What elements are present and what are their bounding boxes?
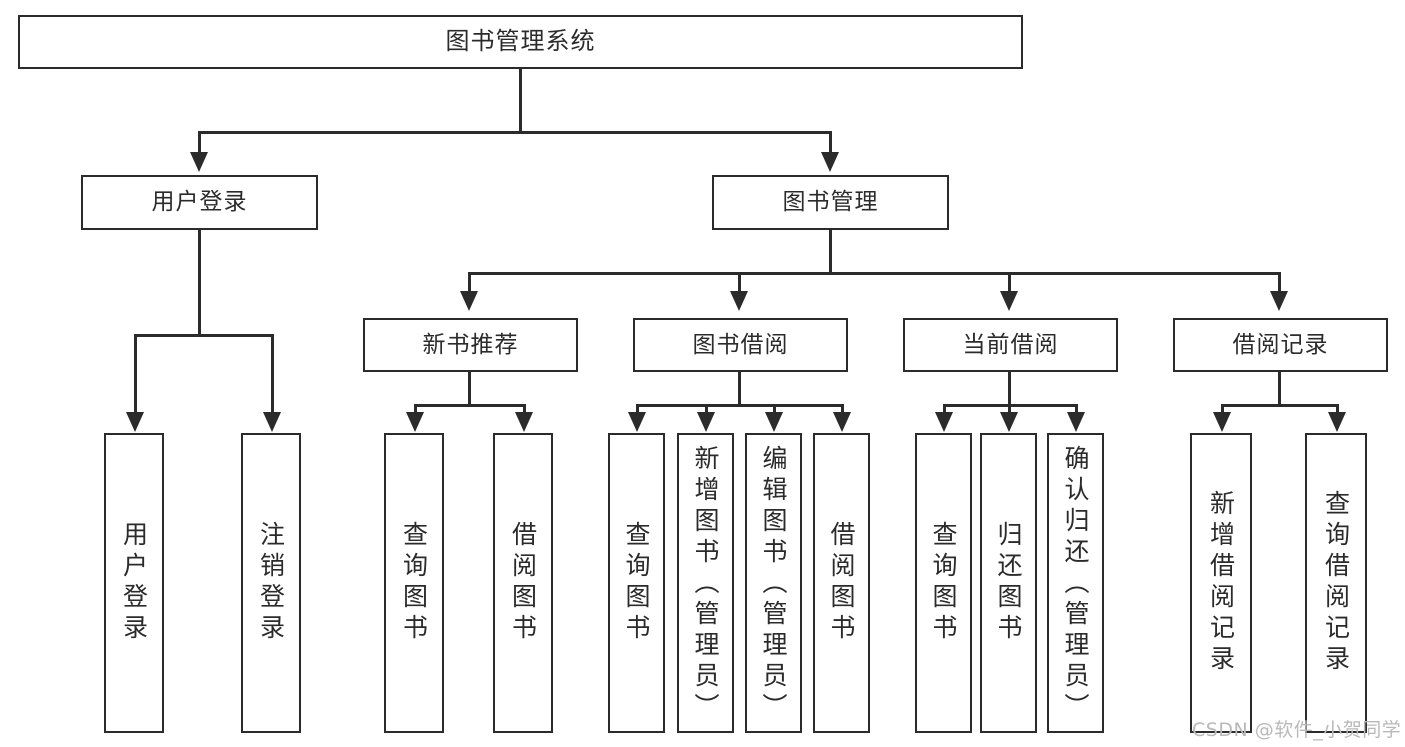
- node-label: 图书管理: [782, 189, 879, 216]
- leaf-borrow-add-book-admin[interactable]: 新增图书（管理员）: [677, 433, 734, 733]
- arrowhead-bookborrow-leaf-2: [697, 412, 715, 432]
- arrowhead-newbook-leaf-1: [406, 412, 424, 432]
- node-label: 编辑图书（管理员）: [759, 445, 788, 724]
- connector-newbook-stem: [468, 372, 471, 406]
- node-label: 用户登录: [151, 189, 248, 216]
- connector-root-bar: [198, 131, 832, 134]
- arrowhead-currentborrow-leaf-2: [1000, 412, 1018, 432]
- connector-currentborrow-leaf-3: [1075, 404, 1078, 418]
- arrowhead-user-login-leaf-1: [126, 412, 144, 432]
- connector-bookborrow-stem: [738, 372, 741, 406]
- leaf-newbook-query-book[interactable]: 查询图书: [384, 433, 444, 733]
- arrowhead-user-login-leaf-2: [263, 412, 281, 432]
- connector-bookborrow-bar: [636, 404, 843, 407]
- arrowhead-bm-current-borrow: [1000, 291, 1018, 311]
- node-current-borrow[interactable]: 当前借阅: [903, 318, 1118, 372]
- node-root-book-management-system[interactable]: 图书管理系统: [18, 15, 1023, 69]
- arrowhead-currentborrow-leaf-1: [935, 412, 953, 432]
- connector-borrowrecord-leaf-1: [1221, 404, 1224, 418]
- arrowhead-bookborrow-leaf-4: [833, 412, 851, 432]
- connector-borrowrecord-leaf-2: [1336, 404, 1339, 418]
- arrowhead-borrowrecord-leaf-1: [1213, 412, 1231, 432]
- connector-bm-to-borrow-book: [738, 272, 741, 294]
- connector-book-management-stem: [829, 230, 832, 274]
- node-label: 查询图书: [929, 521, 958, 645]
- arrowhead-bm-new-book: [460, 291, 478, 311]
- node-label: 当前借阅: [962, 331, 1059, 358]
- connector-user-login-to-leaf-1: [134, 334, 137, 416]
- leaf-current-query-book[interactable]: 查询图书: [915, 433, 972, 733]
- connector-newbook-leaf-2: [523, 404, 526, 418]
- connector-root-to-book-management: [829, 131, 832, 156]
- node-book-borrow[interactable]: 图书借阅: [633, 318, 848, 372]
- arrowhead-bookborrow-leaf-3: [765, 412, 783, 432]
- leaf-record-add-borrow-record[interactable]: 新增借阅记录: [1190, 433, 1252, 733]
- connector-root-to-user-login: [198, 131, 201, 156]
- leaf-newbook-borrow-book[interactable]: 借阅图书: [493, 433, 553, 733]
- node-label: 借阅图书: [827, 521, 856, 645]
- node-label: 图书借阅: [692, 331, 789, 358]
- connector-user-login-to-leaf-2: [271, 334, 274, 416]
- node-label: 确认归还（管理员）: [1061, 445, 1090, 724]
- node-borrow-record[interactable]: 借阅记录: [1173, 318, 1388, 372]
- node-label: 查询图书: [399, 521, 429, 645]
- connector-borrowrecord-bar: [1221, 404, 1339, 407]
- connector-bookborrow-leaf-2: [705, 404, 708, 418]
- node-label: 新增借阅记录: [1206, 490, 1236, 676]
- connector-bookborrow-leaf-3: [773, 404, 776, 418]
- connector-root-stem: [519, 69, 522, 132]
- connector-currentborrow-leaf-2: [1008, 404, 1011, 418]
- leaf-user-login[interactable]: 用户登录: [104, 433, 164, 733]
- connector-bookborrow-leaf-4: [841, 404, 844, 418]
- connector-currentborrow-stem: [1008, 372, 1011, 406]
- connector-borrowrecord-stem: [1278, 372, 1281, 406]
- node-label: 新增图书（管理员）: [691, 445, 720, 724]
- leaf-borrow-query-book[interactable]: 查询图书: [608, 433, 665, 733]
- connector-newbook-bar: [414, 404, 526, 407]
- connector-newbook-leaf-1: [414, 404, 417, 418]
- node-label: 注销登录: [256, 521, 286, 645]
- arrowhead-root-to-user-login: [190, 152, 208, 172]
- connector-bookborrow-leaf-1: [636, 404, 639, 418]
- connector-bm-to-current-borrow: [1008, 272, 1011, 294]
- leaf-record-query-borrow-record[interactable]: 查询借阅记录: [1305, 433, 1367, 733]
- leaf-borrow-edit-book-admin[interactable]: 编辑图书（管理员）: [745, 433, 802, 733]
- leaf-current-confirm-return-admin[interactable]: 确认归还（管理员）: [1047, 433, 1104, 733]
- leaf-borrow-borrow-book[interactable]: 借阅图书: [813, 433, 870, 733]
- watermark-csdn: CSDN @软件_小贺同学: [1192, 719, 1402, 741]
- node-label: 借阅图书: [508, 521, 538, 645]
- leaf-logout[interactable]: 注销登录: [241, 433, 301, 733]
- connector-user-login-stem: [198, 230, 201, 336]
- connector-user-login-bar: [134, 334, 274, 337]
- arrowhead-bm-borrow-record: [1270, 291, 1288, 311]
- node-label: 归还图书: [994, 521, 1023, 645]
- arrowhead-root-to-book-management: [821, 152, 839, 172]
- arrowhead-bookborrow-leaf-1: [628, 412, 646, 432]
- connector-book-management-bar: [468, 272, 1280, 275]
- arrowhead-borrowrecord-leaf-2: [1328, 412, 1346, 432]
- arrowhead-newbook-leaf-2: [515, 412, 533, 432]
- arrowhead-bm-borrow-book: [730, 291, 748, 311]
- connector-bm-to-new-book: [468, 272, 471, 294]
- connector-currentborrow-leaf-1: [943, 404, 946, 418]
- leaf-current-return-book[interactable]: 归还图书: [980, 433, 1037, 733]
- node-label: 新书推荐: [422, 331, 519, 358]
- arrowhead-currentborrow-leaf-3: [1067, 412, 1085, 432]
- node-book-management[interactable]: 图书管理: [712, 175, 949, 230]
- node-label: 借阅记录: [1232, 331, 1329, 358]
- node-label: 查询图书: [622, 521, 651, 645]
- node-new-book-recommend[interactable]: 新书推荐: [363, 318, 578, 372]
- node-label: 查询借阅记录: [1321, 490, 1351, 676]
- connector-bm-to-borrow-record: [1278, 272, 1281, 294]
- node-user-login[interactable]: 用户登录: [81, 175, 318, 230]
- node-label: 图书管理系统: [445, 27, 596, 56]
- node-label: 用户登录: [119, 521, 149, 645]
